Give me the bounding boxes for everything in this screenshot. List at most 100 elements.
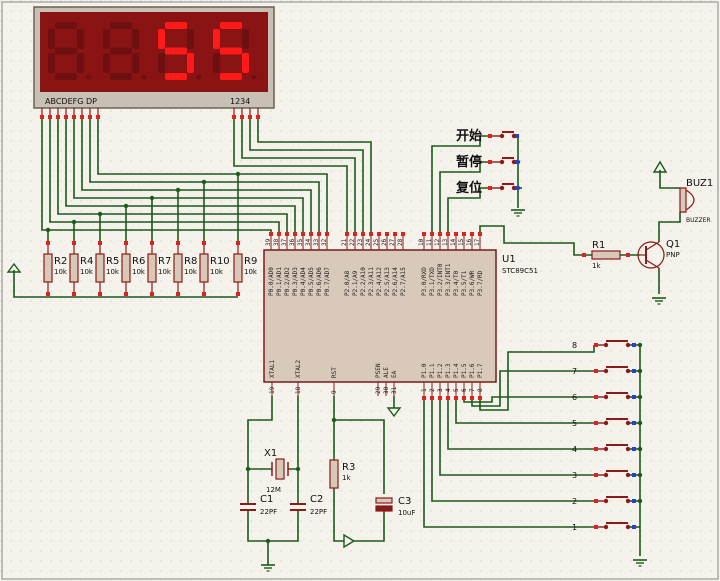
wire xyxy=(41,119,272,232)
ctrl-pin-name: EA xyxy=(391,370,398,378)
keypad-key-7[interactable]: 7 xyxy=(572,366,636,376)
p0-pin-name: P0.1/AD1 xyxy=(276,267,283,296)
segment-g xyxy=(55,47,77,55)
button-2[interactable]: 暂停 xyxy=(456,154,519,170)
p1-pin-number: 8 xyxy=(477,388,484,392)
p0-pin-name: P0.2/AD2 xyxy=(284,267,291,296)
switch-contact xyxy=(499,159,505,165)
button-1[interactable]: 开始 xyxy=(456,128,519,144)
keypad-key-6[interactable]: 6 xyxy=(572,392,636,402)
pin-marker xyxy=(56,115,60,119)
cap-value: 22PF xyxy=(260,508,277,516)
pin-marker xyxy=(582,253,586,257)
keypad-key-5[interactable]: 5 xyxy=(572,418,636,428)
switch-contact xyxy=(603,342,609,348)
resistor-body xyxy=(173,253,183,283)
r1-value: 1k xyxy=(592,262,601,270)
c3-value: 10uF xyxy=(398,509,415,517)
resistor-ref: R10 xyxy=(210,256,230,267)
p0-pin-number: 37 xyxy=(281,238,288,246)
ctrl-pin-number: 19 xyxy=(269,386,276,394)
r3-value: 1k xyxy=(342,474,351,482)
pin-marker xyxy=(88,115,92,119)
vcc-arrow xyxy=(6,262,22,273)
p2-pin-number: 28 xyxy=(397,238,404,246)
p3-pin-number: 11 xyxy=(426,238,433,246)
keypad-key-1[interactable]: 1 xyxy=(572,522,636,532)
resistor-ref: R4 xyxy=(80,256,93,267)
crystal-body xyxy=(275,458,285,480)
ctrl-pin-name: XTAL2 xyxy=(295,360,302,378)
mcu-ref: U1 xyxy=(502,254,516,265)
segment-a xyxy=(220,22,242,29)
p1-pin-name: P1.2 xyxy=(437,363,444,378)
pin-marker xyxy=(470,232,474,236)
pin-marker xyxy=(594,421,598,425)
pin-marker xyxy=(632,499,636,503)
segment-g xyxy=(165,47,187,55)
p1-pin-number: 3 xyxy=(437,388,444,392)
p1-pin-name: P1.5 xyxy=(461,363,468,378)
pin-marker xyxy=(285,232,289,236)
wire xyxy=(334,419,385,494)
pin-marker xyxy=(454,232,458,236)
button-3[interactable]: 复位 xyxy=(455,180,519,196)
pin-marker xyxy=(232,115,236,119)
pin-marker xyxy=(345,232,349,236)
keypad-key-2[interactable]: 2 xyxy=(572,496,636,506)
switch-contact xyxy=(625,446,631,452)
ground-symbols xyxy=(261,209,666,572)
keypad-key-8[interactable]: 8 xyxy=(572,340,636,350)
pin-marker xyxy=(430,232,434,236)
pin-marker xyxy=(632,447,636,451)
key-label: 1 xyxy=(572,523,577,532)
pin-marker xyxy=(248,115,252,119)
pin-marker xyxy=(632,395,636,399)
keypad-key-3[interactable]: 3 xyxy=(572,470,636,480)
pin-marker xyxy=(385,232,389,236)
switch-contact xyxy=(603,446,609,452)
pin-marker xyxy=(46,241,50,245)
wire xyxy=(423,400,594,528)
seven-segment-display[interactable]: ABCDEFG DP 1234 xyxy=(33,6,275,119)
segment-dp xyxy=(86,74,92,80)
pin-marker xyxy=(422,232,426,236)
pin-marker xyxy=(202,241,206,245)
wires xyxy=(6,119,681,565)
p1-pin-name: P1.3 xyxy=(445,363,452,378)
keypad-key-4[interactable]: 4 xyxy=(572,444,636,454)
wire xyxy=(13,270,48,298)
wire xyxy=(658,212,681,242)
segment-dp xyxy=(141,74,147,80)
p0-pin-number: 34 xyxy=(305,238,312,246)
digit-3 xyxy=(158,22,202,80)
p2-pin-name: P2.3/A11 xyxy=(368,267,375,296)
pin-marker xyxy=(72,115,76,119)
segment-d xyxy=(110,73,132,80)
p2-pin-name: P2.4/A12 xyxy=(376,267,383,296)
pin-marker xyxy=(515,160,519,164)
pin-marker xyxy=(240,115,244,119)
wire xyxy=(241,119,356,232)
mcu-u1[interactable]: U1 STC89C51 39P0.0/AD038P0.1/AD137P0.2/A… xyxy=(263,232,538,400)
pin-marker xyxy=(594,473,598,477)
p0-pin-name: P0.6/AD6 xyxy=(316,267,323,296)
pin-marker xyxy=(176,292,180,296)
p3-pin-number: 13 xyxy=(442,238,449,246)
